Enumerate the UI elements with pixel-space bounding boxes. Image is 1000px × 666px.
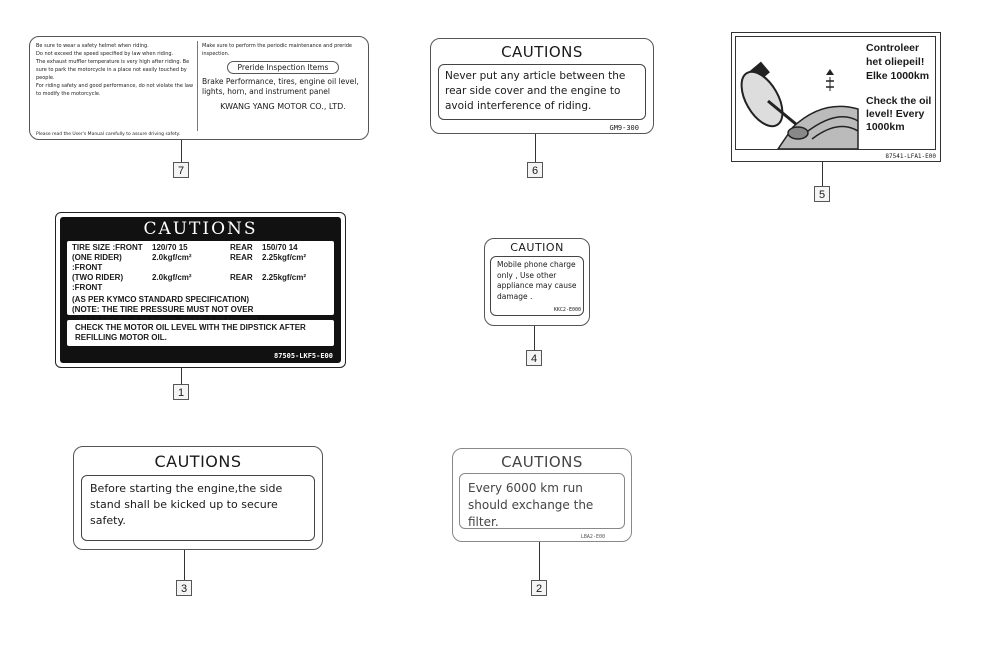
label-2-code: LBA2-E00 bbox=[580, 534, 605, 540]
label-7-body: Brake Performance, tires, engine oil lev… bbox=[202, 77, 359, 96]
label-1-oil-note: CHECK THE MOTOR OIL LEVEL WITH THE DIPST… bbox=[75, 323, 306, 342]
row-rear: 150/70 14 bbox=[262, 243, 298, 252]
label-3: CAUTIONS Before starting the engine,the … bbox=[73, 446, 323, 550]
label-7-left-column: Be sure to wear a safety helmet when rid… bbox=[36, 42, 194, 98]
label-5: Controleer het oliepeil! Elke 1000km Che… bbox=[731, 32, 941, 162]
row-rear: 2.25kgf/cm² bbox=[262, 273, 307, 282]
callout-5: 5 bbox=[814, 186, 830, 202]
label-1-row: TIRE SIZE :FRONT 120/70 15 REAR 150/70 1… bbox=[72, 243, 329, 253]
label-1-black-frame: CAUTIONS TIRE SIZE :FRONT 120/70 15 REAR… bbox=[60, 217, 341, 363]
label-5-english-text: Check the oil level! Every 1000km bbox=[866, 95, 932, 133]
row-front: 120/70 15 bbox=[152, 243, 188, 252]
label-7: Be sure to wear a safety helmet when rid… bbox=[29, 36, 369, 140]
label-5-code: 87541-LFA1-E00 bbox=[885, 153, 936, 160]
label-1-spec: (AS PER KYMCO STANDARD SPECIFICATION) bbox=[72, 295, 250, 304]
label-6-text-box: Never put any article between the rear s… bbox=[438, 64, 646, 120]
label-4-title: CAUTION bbox=[510, 241, 564, 254]
row-label: (ONE RIDER) :FRONT bbox=[72, 253, 122, 272]
row-rear-label: REAR bbox=[230, 253, 253, 262]
label-6-title: CAUTIONS bbox=[501, 43, 583, 61]
callout-3: 3 bbox=[176, 580, 192, 596]
label-7-item: Be sure to wear a safety helmet when rid… bbox=[36, 43, 149, 49]
label-6-code: GM9-300 bbox=[609, 124, 639, 132]
callout-line-2 bbox=[539, 542, 540, 580]
label-2: CAUTIONS Every 6000 km run should exchan… bbox=[452, 448, 632, 542]
label-7-item: Do not exceed the speed specified by law… bbox=[36, 51, 174, 57]
callout-4: 4 bbox=[526, 350, 542, 366]
label-1-pass: PASS FRONT: 2.30 kgf/cm, REAR: 2.50 kgf/… bbox=[72, 315, 329, 325]
label-3-text-box: Before starting the engine,the side stan… bbox=[81, 475, 315, 541]
label-7-right-column: Make sure to perform the periodic mainte… bbox=[202, 42, 364, 111]
label-3-title: CAUTIONS bbox=[154, 452, 242, 471]
label-3-body: Before starting the engine,the side stan… bbox=[90, 482, 283, 527]
callout-7: 7 bbox=[173, 162, 189, 178]
label-1-note: (NOTE: THE TIRE PRESSURE MUST NOT OVER bbox=[72, 305, 254, 314]
callout-line-7 bbox=[181, 140, 182, 162]
callout-line-6 bbox=[535, 134, 536, 162]
label-6: CAUTIONS Never put any article between t… bbox=[430, 38, 654, 134]
label-1: CAUTIONS TIRE SIZE :FRONT 120/70 15 REAR… bbox=[55, 212, 346, 368]
callout-line-4 bbox=[534, 326, 535, 350]
row-rear-label: REAR bbox=[230, 243, 253, 252]
label-1-code: 87505-LKF5-E00 bbox=[273, 352, 333, 360]
label-5-inner-frame: Controleer het oliepeil! Elke 1000km Che… bbox=[735, 36, 936, 150]
label-4-code: KKC2-E000 bbox=[553, 307, 581, 313]
row-front: 2.0kgf/cm² bbox=[152, 253, 192, 262]
label-2-text-box: Every 6000 km run should exchange the fi… bbox=[459, 473, 625, 529]
preride-title: Preride Inspection Items bbox=[227, 61, 339, 74]
callout-2: 2 bbox=[531, 580, 547, 596]
label-5-dutch-text: Controleer het oliepeil! Elke 1000km bbox=[866, 42, 930, 82]
label-6-body: Never put any article between the rear s… bbox=[445, 70, 626, 112]
label-1-title: CAUTIONS bbox=[143, 219, 258, 239]
label-1-row: (ONE RIDER) :FRONT 2.0kgf/cm² REAR 2.25k… bbox=[72, 253, 329, 273]
label-1-row: (TWO RIDER) :FRONT 2.0kgf/cm² REAR 2.25k… bbox=[72, 273, 329, 293]
row-front: 2.0kgf/cm² bbox=[152, 273, 192, 282]
label-7-divider bbox=[197, 41, 198, 131]
row-label: (TWO RIDER) :FRONT bbox=[72, 273, 124, 292]
callout-line-3 bbox=[184, 550, 185, 580]
oil-check-illustration bbox=[740, 61, 859, 149]
label-7-item: For riding safety and good performance, … bbox=[36, 83, 194, 97]
label-7-item: The exhaust muffler temperature is very … bbox=[36, 59, 190, 81]
callout-line-5 bbox=[822, 162, 823, 186]
label-4: CAUTION Mobile phone charge only , Use o… bbox=[484, 238, 590, 326]
label-4-text-box: Mobile phone charge only , Use other app… bbox=[490, 256, 584, 316]
row-rear-label: REAR bbox=[230, 273, 253, 282]
label-2-body: Every 6000 km run should exchange the fi… bbox=[468, 481, 594, 529]
company-name: KWANG YANG MOTOR CO., LTD. bbox=[220, 102, 346, 111]
label-1-oil-panel: CHECK THE MOTOR OIL LEVEL WITH THE DIPST… bbox=[67, 320, 334, 346]
callout-6: 6 bbox=[527, 162, 543, 178]
label-4-body: Mobile phone charge only , Use other app… bbox=[497, 260, 577, 301]
label-7-intro: Make sure to perform the periodic mainte… bbox=[202, 43, 352, 57]
callout-line-1 bbox=[181, 368, 182, 384]
callout-1: 1 bbox=[173, 384, 189, 400]
row-label: TIRE SIZE :FRONT bbox=[72, 243, 143, 252]
label-1-spec-panel: TIRE SIZE :FRONT 120/70 15 REAR 150/70 1… bbox=[67, 241, 334, 324]
row-rear: 2.25kgf/cm² bbox=[262, 253, 307, 262]
label-7-bottom-note: Please read the User's Manual carefully … bbox=[36, 132, 181, 137]
label-2-title: CAUTIONS bbox=[501, 453, 583, 471]
